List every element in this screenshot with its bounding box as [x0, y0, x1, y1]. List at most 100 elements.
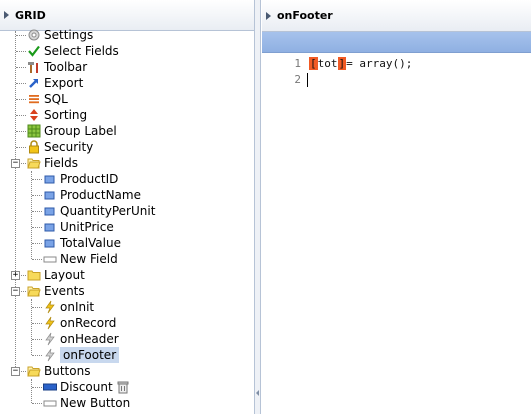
code-token-var: tot	[317, 57, 338, 70]
bracket-match-highlight: ]	[337, 57, 347, 70]
tree-connector	[32, 227, 42, 228]
trash-icon[interactable]	[116, 380, 130, 394]
field-icon	[43, 172, 57, 186]
tree-connector	[32, 179, 42, 180]
tree-item-event-onheader[interactable]: onHeader	[43, 331, 119, 347]
buttons-collapse-toggle[interactable]: −	[11, 366, 20, 376]
open-folder-icon	[27, 156, 41, 170]
line-number: 2	[294, 73, 301, 86]
tree-item-button-discount[interactable]: Discount	[43, 379, 130, 395]
lightning-icon	[43, 300, 57, 314]
new-button-icon	[43, 396, 57, 410]
button-icon	[43, 380, 57, 394]
new-field-icon	[43, 252, 57, 266]
tree-item-sorting[interactable]: Sorting	[27, 107, 87, 123]
tree-item-field-productid[interactable]: ProductID	[43, 171, 118, 187]
tree-connector	[16, 131, 26, 132]
text-cursor	[307, 73, 308, 87]
bracket-match-highlight: [	[309, 57, 318, 70]
tree-connector	[16, 147, 26, 148]
tree-connector	[15, 31, 16, 371]
tree-item-field-quantityperunit[interactable]: QuantityPerUnit	[43, 203, 155, 219]
tree-connector	[16, 99, 26, 100]
tree-connector	[32, 339, 42, 340]
tree-panel-header[interactable]: GRID	[0, 0, 254, 31]
tree-item-events[interactable]: Events	[27, 283, 85, 299]
tree-panel: GRID Settings Select Fields	[0, 0, 255, 414]
field-icon	[43, 220, 57, 234]
field-icon	[43, 236, 57, 250]
tree-item-field-productname[interactable]: ProductName	[43, 187, 141, 203]
editor-panel-title: onFooter	[277, 9, 333, 22]
tree-item-buttons[interactable]: Buttons	[27, 363, 90, 379]
tree-connector	[21, 275, 26, 276]
field-icon	[43, 188, 57, 202]
tree-item-group-label[interactable]: Group Label	[27, 123, 117, 139]
tools-icon	[27, 60, 41, 74]
tree-connector	[32, 243, 42, 244]
folder-icon	[27, 268, 41, 282]
tree-item-select-fields[interactable]: Select Fields	[27, 43, 119, 59]
editor-toolbar	[262, 32, 531, 53]
tree-connector	[32, 323, 42, 324]
editor-panel-header[interactable]: onFooter	[262, 0, 531, 32]
tree-item-settings[interactable]: Settings	[27, 27, 93, 43]
collapse-triangle-icon[interactable]	[266, 11, 271, 20]
tree-connector	[21, 291, 26, 292]
lightning-icon	[43, 316, 57, 330]
tree-item-new-button[interactable]: New Button	[43, 395, 130, 411]
events-collapse-toggle[interactable]: −	[11, 286, 20, 296]
checkmark-icon	[27, 44, 41, 58]
open-folder-icon	[27, 364, 41, 378]
tree-item-event-oninit[interactable]: onInit	[43, 299, 94, 315]
tree-connector	[32, 387, 42, 388]
grid-table-icon	[27, 124, 41, 138]
tree-connector	[16, 115, 26, 116]
tree-item-new-field[interactable]: New Field	[43, 251, 118, 267]
gear-icon	[27, 28, 41, 42]
line-number: 1	[294, 57, 301, 70]
tree-panel-title: GRID	[15, 8, 46, 22]
tree-connector	[21, 371, 26, 372]
layout-expand-toggle[interactable]: +	[11, 270, 20, 280]
tree-connector	[32, 195, 42, 196]
tree-item-layout[interactable]: Layout	[27, 267, 85, 283]
tree-item-export[interactable]: Export	[27, 75, 83, 91]
tree-item-field-totalvalue[interactable]: TotalValue	[43, 235, 121, 251]
tree-connector	[32, 211, 42, 212]
tree-connector	[21, 163, 26, 164]
tree-connector	[16, 83, 26, 84]
tree-item-toolbar[interactable]: Toolbar	[27, 59, 87, 75]
open-folder-icon	[27, 284, 41, 298]
field-icon	[43, 204, 57, 218]
tree-connector	[16, 51, 26, 52]
tree-item-security[interactable]: Security	[27, 139, 93, 155]
code-text-area[interactable]: [tot]= array();	[307, 53, 531, 413]
tree-item-event-onrecord[interactable]: onRecord	[43, 315, 116, 331]
code-editor[interactable]: 1 2 [tot]= array();	[262, 53, 531, 413]
tree-connector	[32, 307, 42, 308]
lock-icon	[27, 140, 41, 154]
editor-panel: onFooter 1 2 [tot]= array();	[262, 0, 531, 414]
tree-connector	[16, 35, 26, 36]
code-line-1: [tot]= array();	[309, 57, 412, 70]
tree-item-fields[interactable]: Fields	[27, 155, 78, 171]
export-arrow-icon	[27, 76, 41, 90]
collapse-triangle-icon[interactable]	[4, 11, 9, 19]
code-token-rest: = array();	[346, 57, 413, 70]
tree-item-field-unitprice[interactable]: UnitPrice	[43, 219, 114, 235]
panel-splitter[interactable]	[255, 0, 261, 414]
tree-item-sql[interactable]: SQL	[27, 91, 68, 107]
lightning-gray-icon	[43, 332, 57, 346]
sql-lines-icon	[27, 92, 41, 106]
tree-item-event-onfooter[interactable]: onFooter	[43, 347, 120, 363]
tree-connector	[16, 67, 26, 68]
tree-connector	[32, 355, 42, 356]
tree-connector	[32, 259, 42, 260]
splitter-collapse-arrow-icon[interactable]	[256, 390, 259, 396]
tree-connector	[31, 171, 32, 259]
fields-collapse-toggle[interactable]: −	[11, 158, 20, 168]
tree-connector	[32, 403, 42, 404]
tree-connector	[31, 379, 32, 403]
tree-connector	[31, 299, 32, 355]
